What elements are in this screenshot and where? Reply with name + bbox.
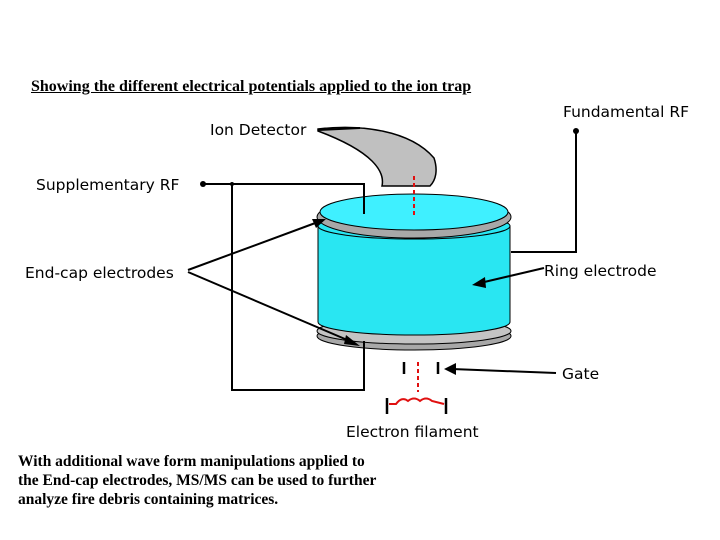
ion-detector-shape — [317, 126, 437, 187]
electron-filament-label: Electron filament — [346, 423, 479, 441]
ring-electrode — [317, 225, 511, 336]
gate-label: Gate — [562, 365, 600, 383]
end-cap-arrow-top — [187, 221, 319, 271]
end-cap-arrow-top-head — [312, 219, 326, 228]
ring-electrode-arrow-head — [472, 277, 486, 288]
caption-line-2: the End-cap electrodes, MS/MS can be use… — [18, 472, 377, 489]
supplementary-rf-label: Supplementary RF — [36, 176, 180, 194]
supplementary-rf-wire-top — [203, 183, 365, 214]
filament-wire — [389, 397, 445, 405]
gate-arrow — [451, 368, 557, 374]
caption-line-1: With additional wave form manipulations … — [18, 453, 365, 470]
page-title: Showing the different electrical potenti… — [31, 78, 472, 95]
ion-detector-leader — [317, 127, 361, 131]
ion-detector-label: Ion Detector — [210, 121, 307, 139]
supplementary-rf-wire-bottom — [231, 184, 365, 391]
ring-electrode-arrow — [479, 267, 545, 284]
fundamental-rf-label: Fundamental RF — [563, 103, 690, 121]
end-cap-arrow-bottom — [187, 271, 353, 343]
caption: With additional wave form manipulations … — [18, 452, 448, 509]
ring-electrode-label: Ring electrode — [544, 262, 657, 280]
end-cap-arrow-bottom-head — [344, 335, 360, 346]
caption-line-3: analyze fire debris containing matrices. — [18, 491, 279, 508]
end-cap-electrodes-label: End-cap electrodes — [25, 264, 174, 282]
gate-arrow-head — [444, 363, 456, 375]
fundamental-rf-wire — [511, 131, 577, 253]
